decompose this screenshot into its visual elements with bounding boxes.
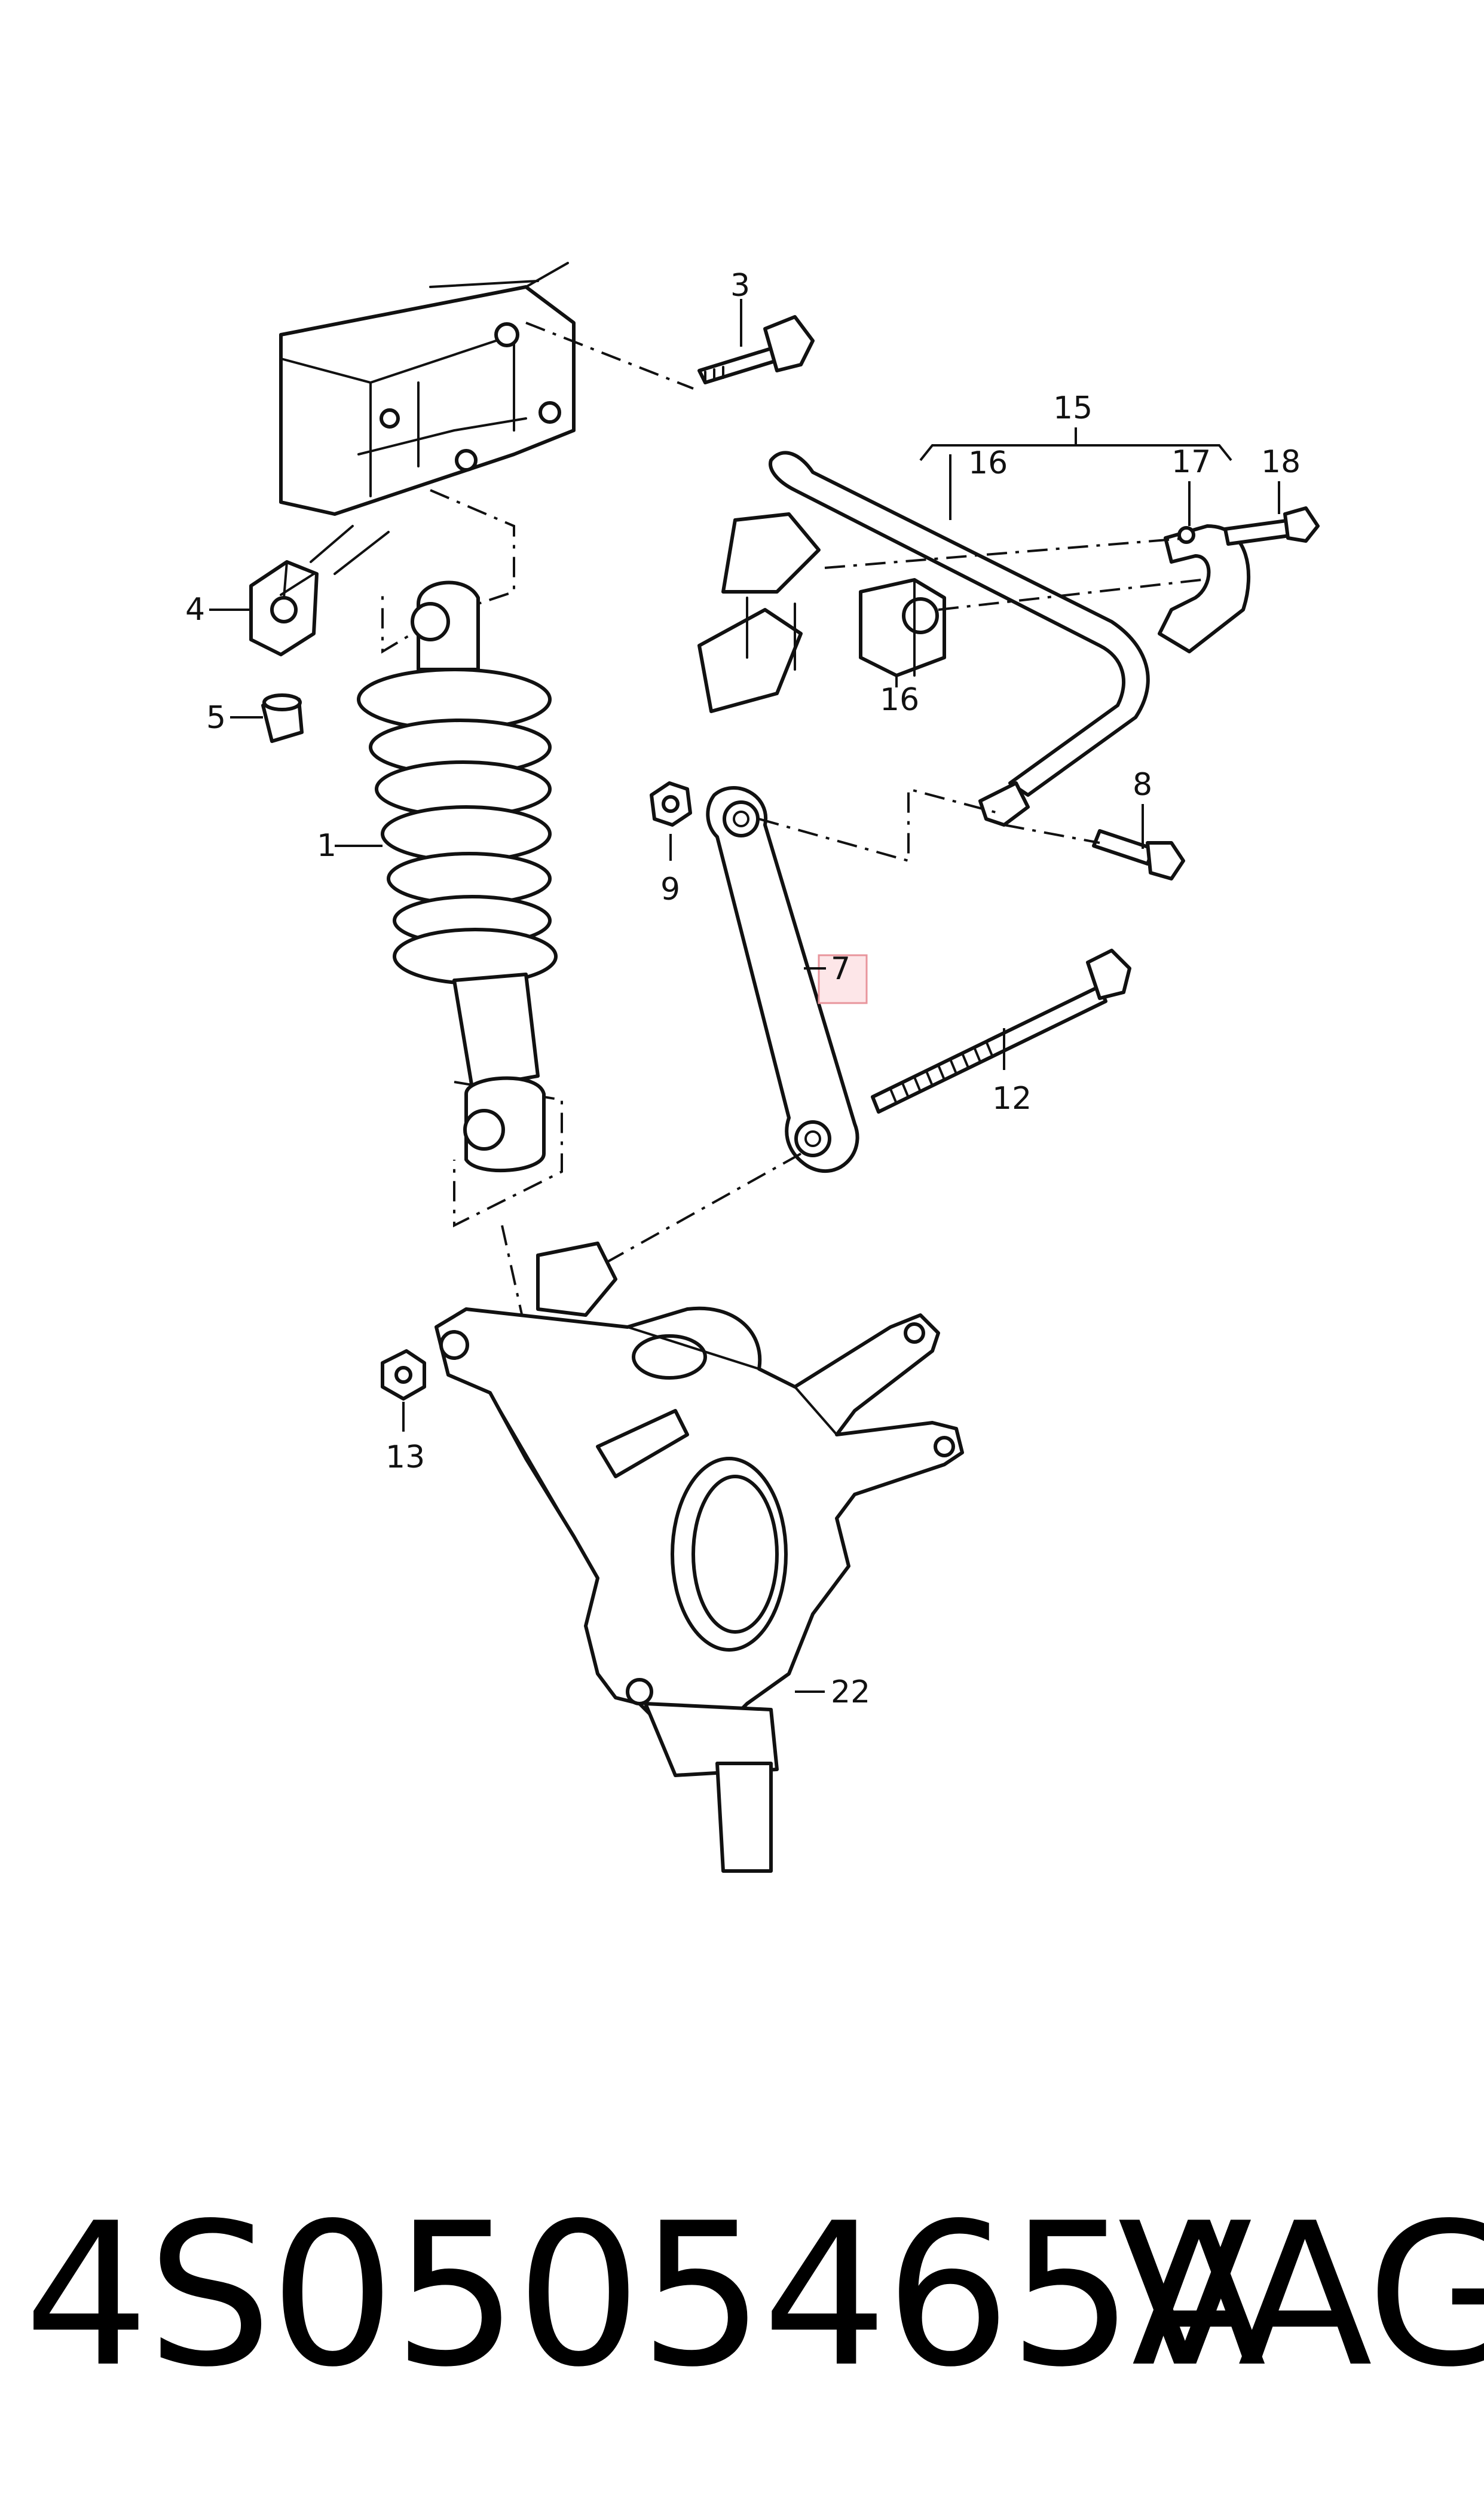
clamp-17 [1158,524,1251,653]
footer: 4S0505465A VAG [24,2181,1484,2410]
nut-9 [650,781,692,827]
callout-7: 7 [831,951,850,987]
part-number: 4S0505465A [24,2181,1266,2410]
callout-7-highlight [818,954,868,1004]
stabilizer-mount-line-lower [938,579,1202,611]
bolt-5 [261,693,304,743]
nut-13 [381,1349,426,1401]
bolt-18 [1223,506,1320,546]
stabilizer-bar-16 [769,451,1150,827]
callout-15: 15 [1053,390,1093,426]
bolt-12 [871,949,1131,1114]
stabilizer-bushing-16 [859,578,946,677]
callout-8: 8 [1133,767,1152,803]
stabilizer-mount-line-upper [824,537,1190,569]
subframe [279,262,576,575]
callout-4: 4 [185,592,205,628]
callout-1: 1 [317,828,336,864]
callout-18: 18 [1261,444,1301,480]
callout-16-top: 16 [968,445,1008,481]
brand-label: VAG [1118,2181,1484,2410]
shock-absorber-1 [357,580,558,1173]
callout-22: 22 [831,1674,870,1710]
bolt-3 [697,315,815,384]
bushing-4 [249,560,319,656]
callout-16-bottom: 16 [880,682,919,718]
bolt-8 [1092,829,1185,881]
callout-13: 13 [385,1439,425,1475]
wheel-bearing-housing-22 [435,1242,964,1873]
stabilizer-bracket-left [697,512,821,713]
callout-17: 17 [1171,444,1211,480]
coupling-rod-7 [706,786,859,1173]
rod-to-stabilizer-line [758,787,999,863]
leader-bolt-3 [525,322,694,390]
rod-to-knuckle-line [597,1152,801,1268]
callout-3: 3 [730,268,750,304]
callout-12: 12 [992,1081,1032,1117]
callout-9: 9 [660,872,680,907]
bolt-8-line [1003,824,1100,844]
callout-5: 5 [206,700,226,736]
